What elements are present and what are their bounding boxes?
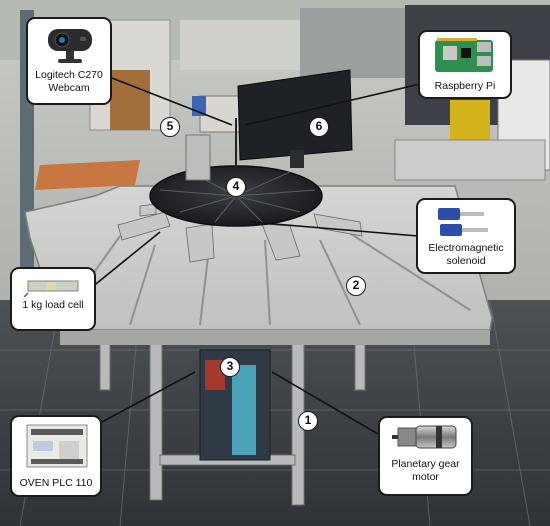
side-bench	[394, 139, 546, 181]
yellow-pump	[450, 100, 490, 140]
load-cell-label: 1 kg load cell	[22, 299, 84, 311]
gear-motor-icon	[392, 425, 457, 449]
callout-webcam: Logitech C270 Webcam	[26, 17, 112, 105]
load-cell-icon	[24, 280, 79, 297]
leader-gear-motor	[271, 371, 379, 435]
plc-label: OVEN PLC 110	[19, 477, 93, 489]
webcam-label: Logitech C270 Webcam	[35, 69, 103, 94]
callout-load-cell: 1 kg load cell	[10, 267, 96, 331]
sensor-housing	[199, 95, 241, 133]
raspberry-pi-label: Raspberry Pi	[434, 80, 496, 92]
leader-plc	[101, 371, 196, 423]
background-machine	[180, 20, 300, 70]
callout-solenoid: Electromagnetic solenoid	[416, 198, 516, 274]
marker-2: 2	[346, 276, 366, 296]
plc-icon	[26, 424, 88, 468]
marker-4: 4	[226, 177, 246, 197]
raspberry-pi-board-icon	[435, 38, 493, 72]
callout-plc: OVEN PLC 110	[10, 415, 102, 497]
webcam-icon	[48, 29, 92, 63]
terminal-block	[232, 365, 256, 455]
gear-motor-label: Planetary gear motor	[391, 458, 460, 483]
monitor-stand	[290, 150, 304, 168]
callout-raspberry-pi: Raspberry Pi	[418, 30, 512, 99]
leader-webcam	[111, 77, 233, 126]
marker-5: 5	[160, 117, 180, 137]
marker-6: 6	[309, 117, 329, 137]
leader-load-cell	[85, 231, 161, 293]
leader-raspberry-pi	[244, 83, 421, 126]
central-column	[185, 134, 211, 181]
background-rack	[300, 8, 410, 78]
side-table	[35, 160, 140, 190]
marker-3: 3	[220, 357, 240, 377]
solenoid-label: Electromagnetic solenoid	[428, 242, 504, 267]
solenoid-icon	[438, 208, 488, 236]
marker-1: 1	[298, 411, 318, 431]
leader-solenoid	[249, 221, 419, 237]
table-edge	[60, 330, 490, 345]
monitor	[237, 69, 353, 161]
callout-gear-motor: Planetary gear motor	[378, 416, 473, 496]
